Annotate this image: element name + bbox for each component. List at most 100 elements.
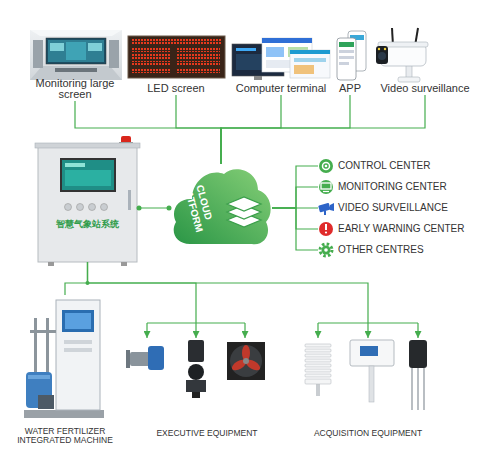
phone-header xyxy=(339,42,354,47)
app-window xyxy=(290,50,330,78)
shield-plate xyxy=(305,354,331,357)
branch-wire xyxy=(318,322,418,323)
node-label: MONITORING CENTER xyxy=(338,178,483,196)
node-label: ACQUISITION EQUIPMENT xyxy=(293,429,443,438)
device-node: EARLY WARNING CENTER xyxy=(318,220,483,238)
shield-plate xyxy=(305,364,331,367)
junction-dot xyxy=(137,206,142,211)
text-block: 智慧气象站系统 xyxy=(38,220,137,229)
phone-row xyxy=(339,56,354,59)
node-label: LED screen xyxy=(126,83,226,95)
monitor-icon xyxy=(323,191,329,192)
led-row xyxy=(131,39,222,44)
control-icon xyxy=(325,165,328,168)
monitor-icon xyxy=(319,180,333,194)
connector-line xyxy=(88,262,197,338)
device-node: LED screen xyxy=(126,34,226,95)
window-block xyxy=(266,47,284,57)
node-label: WATER FERTILIZER INTEGRATED MACHINE xyxy=(8,427,122,445)
sensor-display xyxy=(360,346,378,356)
control-icon xyxy=(319,159,333,173)
text-block: ACQUISITION EQUIPMENT xyxy=(293,429,443,438)
node-label: APP xyxy=(330,83,370,95)
desk xyxy=(55,68,97,72)
connector-line xyxy=(137,207,170,208)
warning-icon xyxy=(325,231,327,233)
node-label: OTHER CENTRES xyxy=(338,241,483,259)
node-label: VIDEO SURVEILLANCE xyxy=(338,199,483,217)
text-block: EXECUTIVE EQUIPMENT xyxy=(112,429,280,438)
device-node: Monitoring large screen xyxy=(25,28,125,101)
wall-panel xyxy=(109,40,119,68)
cloud-shape xyxy=(170,164,272,252)
camera-led xyxy=(378,48,380,50)
screen-map xyxy=(66,42,86,60)
room-ceiling xyxy=(30,30,122,36)
text-block: OTHER CENTRES xyxy=(318,241,483,259)
camera-lens xyxy=(378,52,386,60)
connector-line xyxy=(75,101,221,164)
node-label: 智慧气象站系统 xyxy=(38,220,137,229)
shield-plate xyxy=(305,379,331,384)
cabinet-body xyxy=(38,147,137,262)
screen-bezel xyxy=(60,158,116,192)
connector-line xyxy=(221,95,425,164)
shield-plate xyxy=(305,359,331,362)
screen-bar xyxy=(65,163,85,167)
shield-pole xyxy=(316,384,320,396)
monitor-stand xyxy=(254,76,262,80)
branch-wire xyxy=(244,323,245,338)
text-block: LED screen xyxy=(126,83,226,95)
text-block: Computer terminal xyxy=(231,83,331,95)
shield-plate xyxy=(305,344,331,347)
connector-line xyxy=(88,262,369,338)
fan-hub xyxy=(243,358,249,364)
led-row xyxy=(131,61,171,66)
valve-motor xyxy=(148,346,164,370)
text-block: Video surveillance xyxy=(372,83,478,95)
branch-wire xyxy=(147,322,245,323)
pipe xyxy=(46,318,49,374)
cabinet-switch xyxy=(101,204,108,211)
camera-led xyxy=(384,48,386,50)
machine-screen xyxy=(62,310,94,332)
tank xyxy=(28,375,50,379)
sensor-box xyxy=(350,340,394,366)
text-block: MONITORING CENTER xyxy=(318,178,483,196)
node-label: EXECUTIVE EQUIPMENT xyxy=(134,429,280,438)
device-node: ACQUISITION EQUIPMENT xyxy=(293,338,443,438)
branch-wire xyxy=(317,323,318,338)
cabinet-switch xyxy=(77,204,84,211)
sensor-probe xyxy=(369,366,374,402)
device-node: WATER FERTILIZER INTEGRATED MACHINE xyxy=(8,295,122,445)
led-row xyxy=(131,68,171,73)
soil-prong xyxy=(423,368,425,410)
machine-panel xyxy=(64,340,92,344)
node-label: Video surveillance xyxy=(372,83,478,95)
meter-body xyxy=(188,364,204,380)
machine-cabinet xyxy=(56,300,100,410)
gear-icon xyxy=(324,248,328,252)
screen-chart xyxy=(88,43,102,51)
camera-front xyxy=(376,46,388,64)
led-row xyxy=(176,47,220,52)
meter-outlet xyxy=(192,392,200,398)
device-node: OTHER CENTRES xyxy=(318,241,483,259)
text-block: EARLY WARNING CENTER xyxy=(318,220,483,238)
junction-dot xyxy=(167,206,172,211)
cabinet-leg xyxy=(48,262,54,266)
screen-bar xyxy=(236,48,256,51)
text-block: APP xyxy=(330,83,370,95)
connector-line xyxy=(221,95,281,164)
machine-screen xyxy=(65,313,91,329)
text-block: Monitoring large screen xyxy=(25,78,125,101)
wall-panel xyxy=(33,40,43,68)
branch-wire xyxy=(417,323,418,338)
device-node: CONTROL CENTER xyxy=(318,157,483,175)
device-node: VIDEO SURVEILLANCE xyxy=(318,199,483,217)
led-row xyxy=(176,61,220,66)
device-node: Video surveillance xyxy=(372,26,478,95)
valve-flange xyxy=(126,350,130,368)
device-node: EXECUTIVE EQUIPMENT xyxy=(112,338,280,438)
connector-line xyxy=(272,166,318,208)
